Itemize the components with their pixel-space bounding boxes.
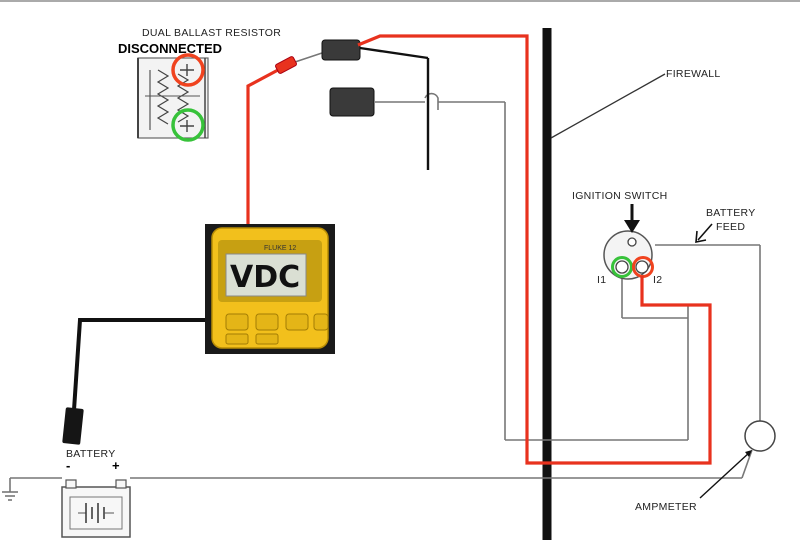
terminal-i2-label: I2 (653, 274, 662, 286)
upper-connector (321, 39, 361, 61)
i1-highlight-green (611, 256, 633, 278)
firewall-pointer (550, 73, 666, 139)
ammeter-arrow-icon (699, 450, 752, 499)
lower-connector (329, 87, 375, 117)
dual-ballast-resistor-label: DUAL BALLAST RESISTOR (142, 27, 281, 39)
red-probe (275, 56, 297, 74)
switch-arrow-icon (624, 204, 640, 233)
red-wires (246, 34, 712, 465)
battery-label: BATTERY (66, 448, 116, 460)
black-probe-wire (72, 318, 212, 411)
disconnected-label: DISCONNECTED (118, 41, 222, 56)
coil-wires (359, 46, 430, 170)
multimeter-display: VDC (230, 260, 300, 295)
black-probe (62, 407, 84, 445)
multimeter-brand: FLUKE 12 (264, 245, 296, 252)
battery-feed-label-2: FEED (716, 221, 745, 233)
ammeter (744, 420, 776, 452)
battery-plus-label: + (112, 458, 120, 473)
battery-minus-label: - (66, 458, 70, 473)
disconnected-highlight-red (171, 53, 205, 87)
terminal-i1-label: I1 (597, 274, 606, 286)
firewall-label: FIREWALL (666, 68, 721, 80)
battery (61, 479, 131, 538)
connected-highlight-green (171, 108, 205, 142)
schematic-wires (2, 51, 761, 501)
ignition-switch-label: IGNITION SWITCH (572, 190, 668, 202)
ammeter-label: AMPMETER (635, 501, 697, 513)
battery-feed-label-1: BATTERY (706, 207, 756, 219)
multimeter: FLUKE 12 VDC (205, 224, 335, 354)
battery-feed-arrow-icon (695, 223, 713, 243)
ignition-switch (603, 230, 653, 280)
